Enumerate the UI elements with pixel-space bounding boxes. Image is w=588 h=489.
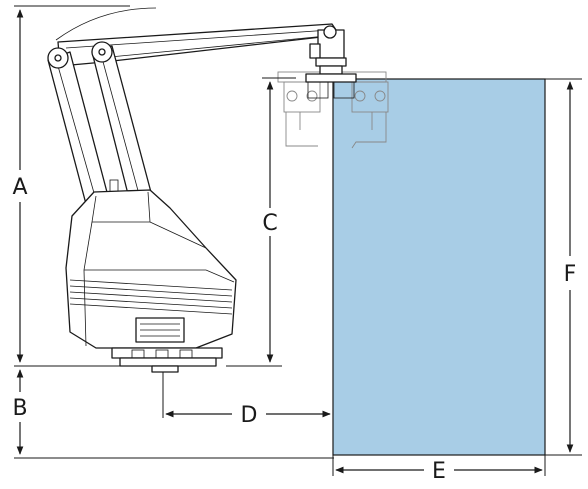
gripper-icon — [305, 73, 357, 99]
dimension-b: B — [12, 369, 28, 455]
dimension-e-label: E — [432, 459, 446, 484]
dimension-a: A — [12, 9, 28, 363]
work-envelope — [332, 78, 546, 456]
dimension-c: C — [262, 81, 278, 363]
palletizing-robot-icon — [47, 7, 357, 373]
dimension-c-label: C — [262, 211, 277, 236]
dimension-f-label: F — [564, 262, 577, 287]
dimension-d: D — [165, 403, 331, 428]
extension-lines — [14, 5, 582, 476]
dimension-f: F — [564, 81, 577, 453]
dimension-d-label: D — [241, 403, 258, 428]
dimension-e: E — [335, 459, 543, 484]
dimension-a-label: A — [12, 175, 27, 200]
dimension-b-label: B — [12, 396, 27, 421]
